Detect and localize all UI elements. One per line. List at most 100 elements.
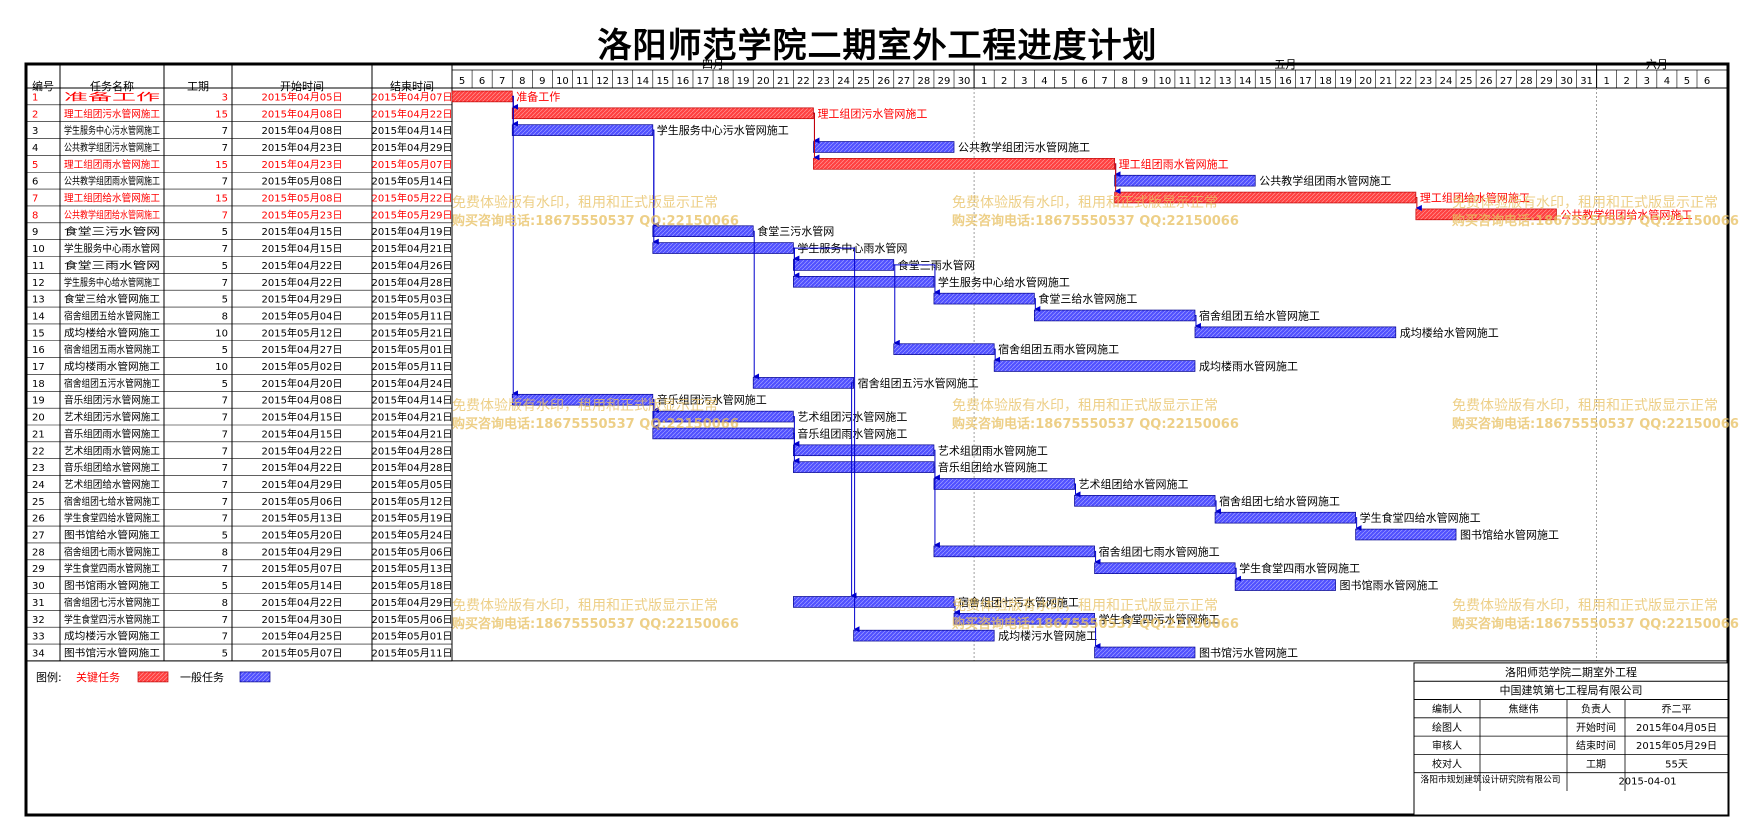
task-end: 2015年05月11日: [372, 646, 453, 659]
task-bar-label: 成均楼雨水管网施工: [1199, 359, 1298, 373]
day-label: 15: [656, 76, 669, 87]
watermark-line1: 免费体验版有水印，租用和正式版显示正常: [452, 598, 718, 614]
task-end: 2015年05月18日: [372, 579, 453, 592]
task-id: 31: [32, 598, 45, 609]
watermark-line1: 免费体验版有水印，租用和正式版显示正常: [452, 398, 718, 414]
dependency-link: [1094, 550, 1101, 565]
watermark-line2: 购买咨询电话:18675550537 QQ:22150066: [1452, 616, 1739, 632]
task-name: 成均楼雨水管网施工: [64, 360, 160, 373]
task-name: 学生食堂四给水管网施工: [64, 512, 160, 525]
day-label: 22: [797, 76, 810, 87]
task-start: 2015年04月22日: [262, 444, 343, 457]
task-duration: 7: [222, 480, 228, 491]
info-cell: 绘图人: [1432, 721, 1462, 734]
task-duration: 7: [222, 126, 228, 137]
dependency-link: [933, 449, 940, 548]
task-name: 宿舍组团五污水管网施工: [64, 377, 160, 390]
dependency-link: [813, 112, 820, 161]
column-header: 工期: [187, 80, 209, 93]
task-name: 成均楼给水管网施工: [64, 326, 160, 339]
day-label: 12: [596, 76, 609, 87]
task-duration: 7: [222, 446, 228, 457]
legend-critical-label: 关键任务: [76, 670, 120, 684]
task-name: 艺术组团雨水管网施工: [64, 444, 160, 457]
task-start: 2015年04月22日: [262, 461, 343, 474]
task-start: 2015年04月08日: [262, 124, 343, 137]
watermark-line2: 购买咨询电话:18675550537 QQ:22150066: [1452, 416, 1739, 432]
task-duration: 7: [222, 463, 228, 474]
day-label: 16: [677, 76, 690, 87]
task-name: 食堂三雨水管网: [64, 259, 160, 272]
task-bar: [853, 629, 995, 642]
task-id: 3: [32, 126, 38, 137]
task-name: 艺术组团污水管网施工: [64, 411, 160, 424]
watermark-line2: 购买咨询电话:18675550537 QQ:22150066: [452, 213, 739, 229]
task-name: 宿舍组团七污水管网施工: [64, 596, 160, 609]
task-end: 2015年05月06日: [372, 613, 453, 626]
task-end: 2015年05月05日: [372, 478, 453, 491]
watermark-line1: 免费体验版有水印，租用和正式版显示正常: [952, 598, 1218, 614]
info-cell: 编制人: [1432, 703, 1462, 716]
task-end: 2015年04月14日: [372, 394, 453, 407]
day-label: 6: [1081, 76, 1087, 87]
day-label: 17: [1299, 76, 1312, 87]
day-label: 13: [616, 76, 629, 87]
task-bar-label: 食堂三给水管网施工: [1038, 292, 1137, 306]
day-label: 5: [1061, 76, 1067, 87]
column-header: 开始时间: [280, 79, 324, 93]
info-table: [1413, 662, 1729, 816]
day-label: 24: [837, 76, 850, 87]
task-start: 2015年05月12日: [262, 326, 343, 339]
day-label: 19: [737, 76, 750, 87]
day-label: 19: [1339, 76, 1352, 87]
info-cell: 开始时间: [1576, 721, 1616, 734]
task-bar-label: 宿舍组团七给水管网施工: [1219, 494, 1340, 508]
watermark-line2: 购买咨询电话:18675550537 QQ:22150066: [452, 616, 739, 632]
task-duration: 5: [222, 648, 228, 659]
task-end: 2015年05月01日: [372, 630, 453, 643]
watermark-line1: 免费体验版有水印，租用和正式版显示正常: [952, 398, 1218, 414]
task-bar: [793, 444, 935, 457]
watermark-line2: 购买咨询电话:18675550537 QQ:22150066: [952, 616, 1239, 632]
task-start: 2015年04月15日: [262, 242, 343, 255]
task-start: 2015年05月07日: [262, 646, 343, 659]
info-designer: 洛阳市规划建筑设计研究院有限公司: [1421, 774, 1561, 786]
task-id: 8: [32, 210, 38, 221]
watermark-line1: 免费体验版有水印，租用和正式版显示正常: [452, 195, 718, 211]
day-label: 23: [1420, 76, 1433, 87]
task-bar-label: 图书馆污水管网施工: [1199, 645, 1298, 659]
task-start: 2015年04月20日: [262, 377, 343, 390]
task-end: 2015年05月12日: [372, 495, 453, 508]
task-start: 2015年04月29日: [262, 545, 343, 558]
task-bar-label: 公共教学组团雨水管网施工: [1259, 174, 1391, 188]
task-id: 5: [32, 160, 38, 171]
task-start: 2015年05月04日: [262, 309, 343, 322]
dependency-link: [793, 432, 800, 464]
task-end: 2015年05月07日: [372, 158, 453, 171]
day-label: 8: [1122, 76, 1128, 87]
task-bar-label: 食堂三污水管网: [757, 224, 834, 238]
task-id: 16: [32, 345, 45, 356]
task-start: 2015年04月23日: [262, 158, 343, 171]
task-name: 公共教学组团污水管网施工: [64, 141, 160, 154]
task-bar-label: 公共教学组团给水管网施工: [1560, 207, 1692, 221]
task-start: 2015年04月30日: [262, 613, 343, 626]
task-end: 2015年04月14日: [372, 124, 453, 137]
day-label: 9: [539, 76, 545, 87]
task-bar: [953, 612, 1095, 625]
task-bar-label: 学生食堂四给水管网施工: [1360, 511, 1481, 525]
task-start: 2015年05月14日: [262, 579, 343, 592]
task-duration: 7: [222, 429, 228, 440]
day-label: 14: [1239, 76, 1252, 87]
task-start: 2015年04月22日: [262, 276, 343, 289]
column-header: 任务名称: [90, 79, 134, 93]
task-duration: 15: [215, 160, 228, 171]
task-name: 音乐组团给水管网施工: [64, 461, 160, 474]
task-name: 宿舍组团五雨水管网施工: [64, 343, 160, 356]
day-label: 18: [1319, 76, 1332, 87]
task-start: 2015年04月22日: [262, 259, 343, 272]
day-label: 26: [877, 76, 890, 87]
task-bar: [511, 107, 814, 120]
task-id: 11: [32, 261, 45, 272]
task-start: 2015年04月25日: [262, 630, 343, 643]
